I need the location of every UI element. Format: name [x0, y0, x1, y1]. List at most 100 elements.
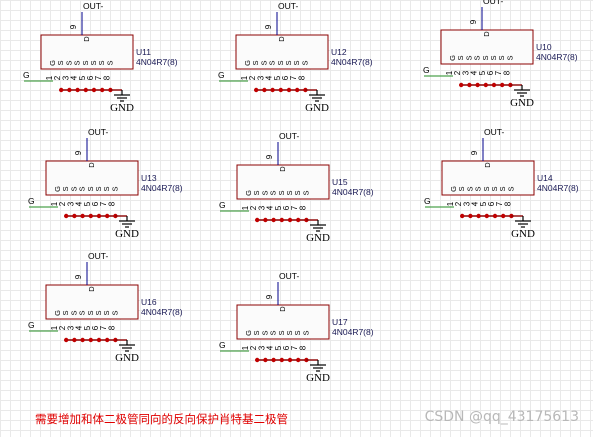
source-pin-name: S [102, 310, 111, 315]
junction-dot [296, 217, 301, 223]
component-body [45, 160, 139, 196]
drain-pin-number: 9 [470, 150, 479, 155]
source-pin-number: 8 [102, 75, 111, 80]
out-net-label: OUT- [83, 1, 103, 11]
component-value: 4N04R7(8) [332, 327, 374, 337]
gnd-label: GND [510, 97, 534, 109]
junction-dot [80, 337, 85, 343]
junction-dot [468, 213, 473, 219]
component-body [441, 160, 535, 196]
junction-dot [105, 213, 110, 219]
gate-pin-number: 1 [445, 70, 454, 75]
junction-dot [287, 357, 293, 363]
component-ref: U11 [136, 47, 151, 57]
junction-dot [271, 357, 276, 363]
drain-pin-name: D [482, 31, 491, 37]
out-net-label: OUT- [88, 251, 108, 261]
gate-net-label: G [28, 196, 35, 206]
component-body [236, 164, 330, 200]
component-ref: U16 [141, 297, 157, 307]
drain-pin-number: 9 [264, 24, 273, 29]
junction-dot [304, 357, 309, 363]
source-pin-name: S [482, 186, 491, 191]
source-pin-name: S [259, 60, 268, 65]
source-pin-number: 4 [470, 70, 479, 75]
source-pin-name: S [252, 190, 261, 195]
source-pin-name: S [497, 55, 506, 60]
drain-pin-name: D [277, 36, 286, 42]
junction-dot [475, 82, 480, 88]
gate-pin-name: G [244, 330, 253, 336]
component-value: 4N04R7(8) [332, 187, 374, 197]
junction-dot [72, 337, 77, 343]
junction-dot [67, 87, 72, 93]
source-pin-name: S [252, 330, 261, 335]
source-pin-name: S [277, 190, 286, 195]
source-pin-number: 7 [99, 201, 108, 206]
source-pin-name: S [110, 310, 119, 315]
junction-dot [262, 87, 267, 93]
junction-dot [296, 357, 301, 363]
source-pin-number: 6 [91, 325, 100, 330]
source-pin-name: S [293, 330, 302, 335]
out-net-label: OUT- [279, 131, 299, 141]
gate-net-label: G [219, 340, 226, 350]
source-pin-number: 7 [289, 75, 298, 80]
source-pin-number: 5 [78, 75, 87, 80]
gate-net-label: G [28, 320, 35, 330]
source-pin-number: 8 [502, 70, 511, 75]
drain-pin-name: D [87, 286, 96, 292]
junction-dot [91, 87, 97, 93]
drain-pin-number: 9 [69, 24, 78, 29]
source-pin-number: 6 [486, 70, 495, 75]
source-pin-number: 2 [454, 201, 463, 206]
source-pin-number: 5 [479, 201, 488, 206]
junction-dot [254, 87, 259, 93]
source-pin-number: 3 [257, 205, 266, 210]
component-body [440, 29, 534, 65]
source-pin-name: S [89, 60, 98, 65]
junction-dot [508, 82, 513, 88]
component-value: 4N04R7(8) [536, 52, 578, 62]
junction-dot [255, 217, 260, 223]
source-pin-number: 3 [66, 325, 75, 330]
source-pin-number: 4 [70, 75, 79, 80]
source-pin-number: 2 [248, 75, 257, 80]
gate-pin-number: 1 [240, 75, 249, 80]
source-pin-number: 3 [257, 345, 266, 350]
gnd-label: GND [511, 228, 535, 240]
junction-dot [88, 337, 94, 343]
source-pin-name: S [465, 186, 474, 191]
gate-net-label: G [23, 70, 30, 80]
junction-dot [460, 213, 465, 219]
junction-dot [83, 87, 89, 93]
source-pin-name: S [69, 310, 78, 315]
source-pin-name: S [505, 55, 514, 60]
source-pin-number: 2 [249, 205, 258, 210]
source-pin-number: 5 [274, 345, 283, 350]
source-pin-number: 3 [462, 201, 471, 206]
junction-dot [467, 82, 472, 88]
drain-pin-number: 9 [265, 154, 274, 159]
source-pin-number: 6 [91, 201, 100, 206]
source-pin-name: S [78, 186, 87, 191]
junction-dot [263, 357, 268, 363]
drain-pin-name: D [278, 306, 287, 312]
junction-dot [75, 87, 80, 93]
gate-net-label: G [218, 70, 225, 80]
csdn-watermark: CSDN @qq_43175613 [424, 409, 579, 425]
component-ref: U14 [537, 173, 553, 183]
gate-pin-number: 1 [241, 345, 250, 350]
gate-net-label: G [424, 196, 431, 206]
source-pin-number: 7 [290, 205, 299, 210]
source-pin-name: S [86, 310, 95, 315]
source-pin-name: S [61, 310, 70, 315]
source-pin-number: 7 [494, 70, 503, 75]
junction-dot [88, 213, 94, 219]
source-pin-number: 3 [66, 201, 75, 206]
source-pin-name: S [473, 55, 482, 60]
source-pin-name: S [105, 60, 114, 65]
source-pin-name: S [464, 55, 473, 60]
